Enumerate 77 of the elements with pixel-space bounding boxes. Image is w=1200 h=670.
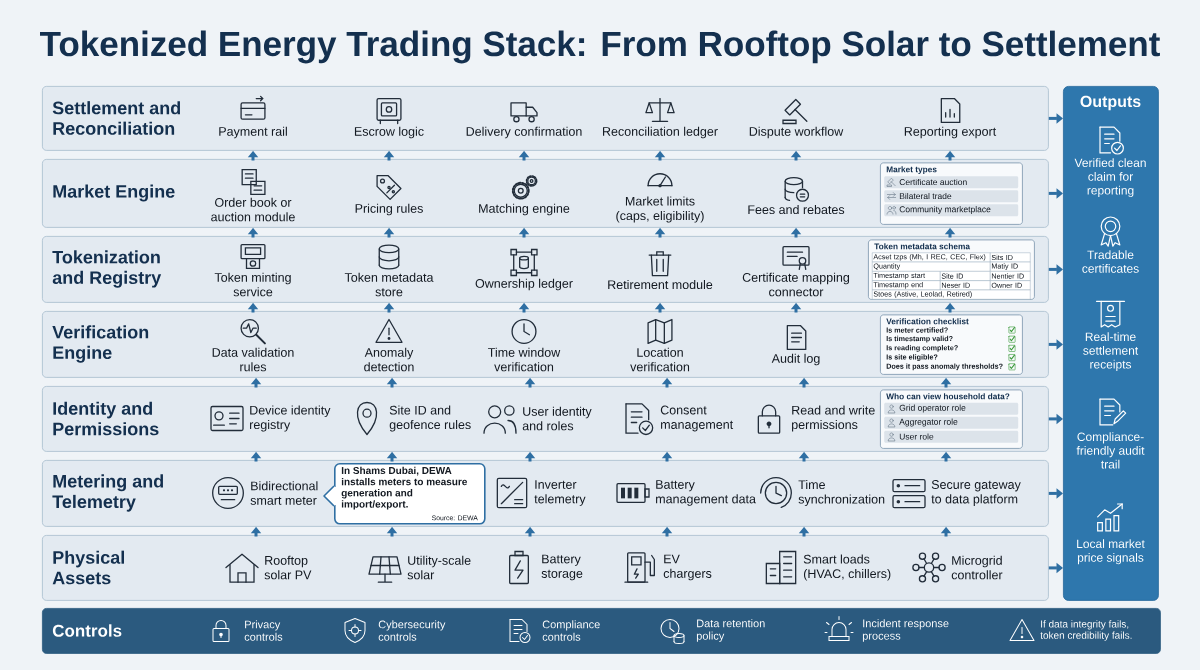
layer-heading: Market Engine (53, 184, 175, 202)
callout-text: In Shams Dubai, DEWA installs meters to measure generation and import/export. (341, 466, 467, 510)
outputs-panel (1063, 86, 1159, 601)
component-label: Payment rail (219, 126, 287, 139)
panel-heading: Who can view household data? (886, 393, 1010, 400)
output-label: Verified clean claim for reporting (1074, 158, 1146, 197)
layer-band (42, 86, 1049, 151)
component-label: Data validation rules (212, 347, 294, 372)
component-label: User identity and roles (522, 406, 592, 431)
component-label: Fees and rebates (748, 204, 845, 215)
component-label: Pricing rules (355, 203, 423, 216)
component-label: Reconciliation ledger (603, 126, 718, 139)
component-label: Rooftop solar PV (264, 555, 312, 580)
control-label: If data integrity fails, token credibility fails. (1040, 620, 1132, 641)
component-label: Dispute workflow (749, 126, 844, 139)
panel-heading: Outputs (1080, 95, 1141, 111)
layer-heading: Physical Assets (52, 550, 124, 585)
layer-heading: Settlement and Reconciliation (52, 101, 181, 135)
component-label: Escrow logic (354, 126, 424, 139)
control-label: Incident response process (862, 619, 949, 642)
info-panel (880, 314, 1023, 375)
panel-heading: Token metadata schema (874, 243, 971, 250)
node-label: Community marketplace (899, 206, 991, 214)
option-row: Bilateral trade (884, 190, 1019, 203)
component-label: Time synchronization (798, 479, 885, 507)
component-label: Secure gateway to data platform (931, 480, 1021, 506)
layer-heading: Metering and Telemetry (52, 474, 163, 512)
component-label: Inverter telemetry (534, 480, 586, 506)
component-label: Matching engine (479, 203, 570, 216)
component-label: Microgrid controller (951, 555, 1003, 580)
output-label: Compliance-friendly audit trail (1076, 432, 1145, 469)
component-label: Token minting service (214, 272, 291, 297)
component-label: Utility-scale solar (407, 555, 471, 580)
node-label: Bilateral trade (899, 192, 952, 200)
output-label: Local market price signals (1077, 539, 1145, 565)
component-label: Battery storage (541, 554, 583, 581)
layer-band (42, 535, 1049, 601)
output-label: Real-time settlement receipts (1083, 332, 1139, 371)
output-label: Tradable certificates (1082, 250, 1139, 273)
component-label: Location verification (630, 347, 690, 372)
control-label: Data retention policy (696, 619, 765, 642)
control-label: Cybersecurity controls (378, 620, 446, 641)
controls-bar (42, 608, 1161, 654)
component-label: Read and write permissions (792, 405, 875, 432)
component-label: Market limits (caps, eligibility) (616, 196, 704, 223)
layer-heading: Identity and Permissions (53, 401, 159, 436)
node-label: Aggregator role (899, 418, 958, 427)
component-label: EV chargers (663, 554, 712, 581)
component-label: Device identity registry (250, 405, 331, 432)
component-label: Certificate mapping connector (742, 272, 849, 297)
layer-heading: Tokenization and Registry (52, 250, 162, 288)
title: Tokenized Energy Trading Stack: From Rooftop Solar to Settlement (40, 30, 1160, 64)
control-label: Privacy controls (244, 620, 283, 641)
component-label: Token metadata store (344, 272, 434, 297)
component-label: Delivery confirmation (466, 126, 582, 139)
component-label: Ownership ledger (475, 278, 573, 291)
node-label: User role (899, 433, 934, 440)
component-label: Time window verification (488, 347, 561, 372)
node-label: Grid operator role (899, 404, 966, 413)
option-row: Certificate auction (884, 176, 1019, 189)
component-label: Anomaly detection (364, 347, 414, 372)
component-label: Order book or auction module (211, 197, 295, 222)
layer-heading: Verification Engine (52, 325, 149, 363)
bar-heading: Controls (52, 624, 122, 637)
panel-heading: Verification checklist (886, 318, 969, 325)
component-label: Site ID and geofence rules (389, 405, 471, 432)
control-label: Compliance controls (542, 620, 600, 641)
component-label: Consent management (660, 405, 734, 432)
component-label: Audit log (771, 353, 820, 366)
component-label: Smart loads (HVAC, chillers) (803, 554, 891, 581)
component-label: Retirement module (608, 279, 713, 290)
node-label: Certificate auction (899, 178, 967, 186)
component-label: Reporting export (904, 126, 997, 139)
option-row: Community marketplace (884, 204, 1019, 217)
component-label: Bidirectional smart meter (250, 481, 318, 505)
panel-heading: Market types (886, 166, 937, 174)
component-label: Battery management data (656, 480, 756, 506)
